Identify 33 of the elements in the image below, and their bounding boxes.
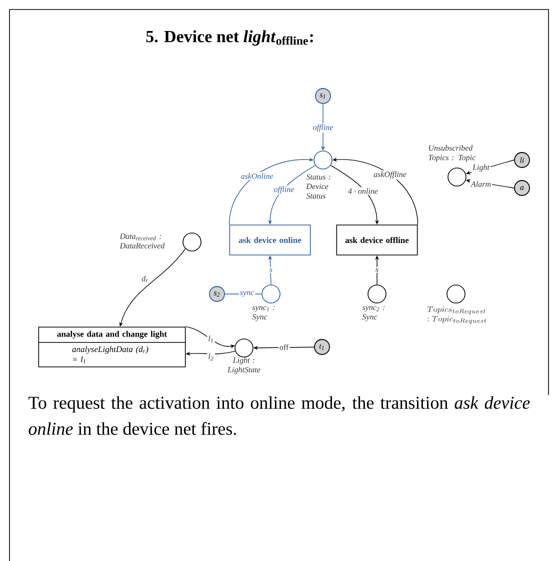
edge-label: s	[268, 267, 274, 273]
edge-label: offline	[312, 123, 334, 133]
place-circle	[262, 284, 280, 304]
caption: To request the activation into online mode, the transition ask device online in the device net fires.	[28, 396, 530, 435]
place-label: Data$_{received}$ : DataReceived	[120, 234, 165, 248]
edge-label: d$_{r}$	[140, 274, 150, 284]
title: 5. Device net light$_{offline}$:	[146, 30, 313, 46]
edge-label: l$_{2}$	[207, 352, 215, 362]
edge-label: Alarm	[470, 180, 492, 188]
place-circle	[446, 284, 466, 304]
edge-label: askOnline	[240, 172, 274, 180]
place-circle	[234, 338, 254, 358]
edge-label: l$_{1}$	[207, 334, 215, 344]
edge-label: s	[374, 267, 380, 273]
place-label: Status : Device Status	[306, 174, 330, 199]
transition-box: ask device online	[229, 224, 311, 256]
place-label: Light : LightState	[227, 357, 260, 374]
edge-label: askOffline	[372, 170, 408, 180]
transition-box: ask device offline	[336, 224, 418, 256]
edge-label: offline	[272, 185, 296, 195]
place-label: Unsubscribed Topics : Topic	[428, 145, 476, 162]
place-circle	[368, 284, 386, 304]
place-circle	[448, 168, 466, 186]
edge-label: 4 · online	[347, 187, 379, 195]
transition-box: analyse data and change light analyseLightData (d$_{r}$) = l$_{1}$	[38, 326, 186, 368]
place-circle	[182, 232, 202, 252]
place-label: sync$_{2}$ : Sync	[362, 306, 385, 322]
place-label: $\begin{array}{l}Topics_{toRequest}\\ :Topic_{toRequest}\end{array}$	[427, 306, 486, 324]
place-label: sync$_{1}$ : Sync	[252, 306, 275, 322]
place-circle	[314, 150, 332, 170]
edge-label: Light	[472, 163, 490, 173]
edge-label: off	[278, 343, 290, 351]
edge-label: sync	[238, 290, 256, 298]
